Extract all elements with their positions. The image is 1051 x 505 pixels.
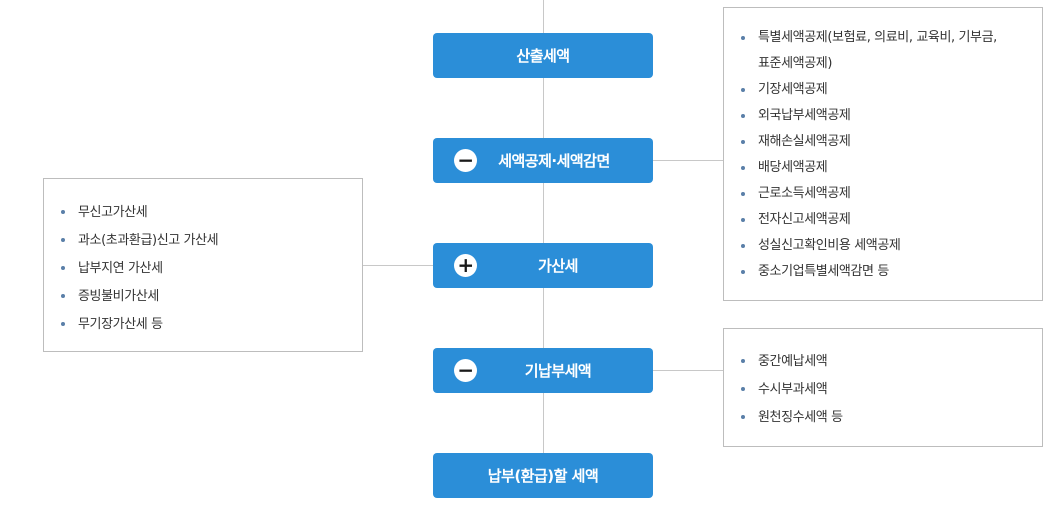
step-penalty-tax: + 가산세 [433, 243, 653, 288]
minus-icon: − [454, 149, 477, 172]
list-item: 중간예납세액 [741, 348, 1042, 376]
list-item: 과소(초과환급)신고 가산세 [61, 227, 362, 255]
prepaid-list: 중간예납세액 수시부과세액 원천징수세액 등 [741, 348, 1042, 432]
step-tax-credit-reduction: − 세액공제·세액감면 [433, 138, 653, 183]
connector-prepaid [653, 370, 724, 371]
deduction-list: 특별세액공제(보험료, 의료비, 교육비, 기부금, 표준세액공제) 기장세액공… [741, 25, 1042, 285]
deduction-list-box: 특별세액공제(보험료, 의료비, 교육비, 기부금, 표준세액공제) 기장세액공… [723, 7, 1043, 301]
list-item: 기장세액공제 [741, 77, 1042, 103]
step-tax-payable-refund: 납부(환급)할 세액 [433, 453, 653, 498]
list-item: 증빙불비가산세 [61, 283, 362, 311]
step-label: 세액공제·세액감면 [498, 152, 610, 170]
list-item: 원천징수세액 등 [741, 404, 1042, 432]
connector-deduction [653, 160, 724, 161]
minus-icon: − [454, 359, 477, 382]
penalty-list: 무신고가산세 과소(초과환급)신고 가산세 납부지연 가산세 증빙불비가산세 무… [61, 199, 362, 339]
list-item: 전자신고세액공제 [741, 207, 1042, 233]
plus-icon: + [454, 254, 477, 277]
list-item: 무신고가산세 [61, 199, 362, 227]
flow-connector-vertical [543, 0, 544, 475]
list-item: 외국납부세액공제 [741, 103, 1042, 129]
list-item: 납부지연 가산세 [61, 255, 362, 283]
list-item: 재해손실세액공제 [741, 129, 1042, 155]
list-item: 표준세액공제) [758, 56, 833, 71]
list-item: 배당세액공제 [741, 155, 1042, 181]
list-item: 성실신고확인비용 세액공제 [741, 233, 1042, 259]
step-label: 납부(환급)할 세액 [487, 467, 599, 485]
list-item: 특별세액공제(보험료, 의료비, 교육비, 기부금, [741, 25, 1042, 51]
list-item: 중소기업특별세액감면 등 [741, 259, 1042, 285]
step-label: 가산세 [538, 257, 578, 275]
step-label: 기납부세액 [524, 362, 592, 380]
step-prepaid-tax: − 기납부세액 [433, 348, 653, 393]
list-item: 무기장가산세 등 [61, 311, 362, 339]
penalty-list-box: 무신고가산세 과소(초과환급)신고 가산세 납부지연 가산세 증빙불비가산세 무… [43, 178, 363, 352]
list-item: 근로소득세액공제 [741, 181, 1042, 207]
prepaid-list-box: 중간예납세액 수시부과세액 원천징수세액 등 [723, 328, 1043, 447]
connector-penalty [362, 265, 433, 266]
list-item: 수시부과세액 [741, 376, 1042, 404]
step-calculated-tax: 산출세액 [433, 33, 653, 78]
step-label: 산출세액 [516, 47, 570, 65]
